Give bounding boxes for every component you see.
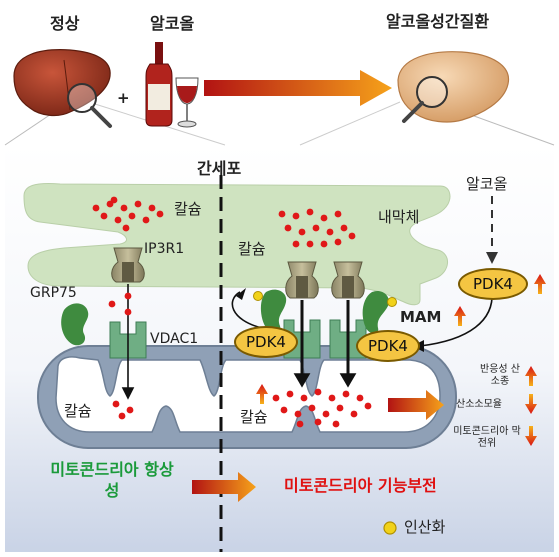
normal-label: 정상	[50, 14, 80, 33]
oxygen-consumption-label: 산소소모율	[456, 399, 502, 410]
phospho-dot-right	[387, 297, 397, 307]
progression-arrow	[204, 70, 392, 106]
grp75-label: GRP75	[30, 285, 77, 301]
up-arrow-ros	[525, 366, 537, 386]
effects-arrow	[388, 390, 444, 420]
alcohol-label: 알코올	[150, 14, 195, 33]
pdk4-badge-left: PDK4	[234, 326, 298, 358]
pdk4-recruit-arrow	[419, 291, 493, 347]
pdk4-badge-cytosol: PDK4	[458, 268, 528, 300]
diseased-liver-illustration	[397, 51, 510, 123]
mito-calcium-label-right: 칼슘	[240, 408, 268, 426]
grp75-protein-left	[61, 303, 89, 346]
ip3r1-channel-left	[111, 247, 145, 283]
er-name-label: 내막체	[378, 208, 420, 226]
er-calcium-label-left: 칼슘	[174, 200, 202, 218]
hepatocyte-label: 간세포	[197, 159, 242, 178]
pdk4-text-cytosol: PDK4	[473, 274, 513, 293]
phosphorylation-legend-label: 인산화	[404, 518, 446, 536]
mitochondrion	[37, 345, 457, 449]
phospho-dot-left	[253, 291, 263, 301]
ip3r1-channel-right-a	[285, 261, 319, 299]
pdk4-to-grp75-arrow	[231, 291, 263, 329]
grp75-protein-right-a	[260, 289, 287, 333]
ip3r1-label: IP3R1	[144, 241, 185, 257]
up-arrow-mam	[454, 306, 466, 326]
vdac1-label: VDAC1	[150, 331, 199, 347]
ros-label: 반응성 산소종	[480, 364, 520, 387]
disease-label: 알코올성간질환	[386, 12, 490, 31]
grp75-protein-right-b	[362, 290, 389, 334]
pdk4-badge-right: PDK4	[356, 330, 420, 362]
alcohol-input-label: 알코올	[466, 175, 508, 193]
homeostasis-label: 미토콘드리아 항상성	[50, 460, 174, 500]
down-arrow-oxygen	[525, 394, 537, 414]
calcium-ions	[92, 196, 372, 428]
down-arrow-membrane	[525, 426, 537, 446]
calcium-flux-arrows	[121, 284, 357, 400]
zoom-funnel-mid	[94, 101, 401, 146]
up-arrow-mito-calcium	[256, 384, 268, 404]
pdk4-text-left: PDK4	[246, 332, 286, 351]
mam-label: MAM	[400, 308, 442, 326]
er-calcium-label-right: 칼슘	[238, 240, 266, 258]
up-arrow-pdk4	[534, 274, 546, 294]
pdk4-text-right: PDK4	[368, 336, 408, 355]
membrane-potential-label: 미토콘드리아 막전위	[453, 426, 521, 449]
normal-liver-illustration	[13, 49, 112, 128]
alcohol-bottle-icon	[145, 42, 173, 127]
dysfunction-label: 미토콘드리아 기능부전	[284, 476, 437, 495]
wine-glass-icon	[175, 77, 199, 128]
mito-calcium-label-left: 칼슘	[64, 402, 92, 420]
outcome-arrow	[192, 472, 256, 502]
ip3r1-channel-right-b	[331, 261, 365, 299]
phospho-legend-dot	[383, 521, 397, 535]
plus-sign: +	[117, 89, 130, 107]
